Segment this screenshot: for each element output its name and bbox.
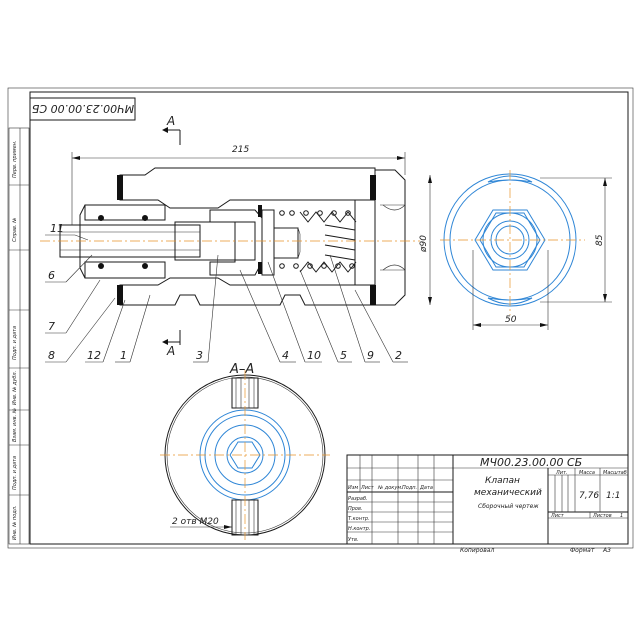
seal-rings: [98, 175, 376, 305]
tb-col-header: Подп.: [402, 485, 417, 491]
side-stamp-label: Взам. инв. №: [12, 408, 18, 442]
format-label: Формат: [570, 547, 595, 554]
section-label-bottom: А: [166, 344, 175, 358]
tb-scale-value: 1:1: [606, 491, 620, 501]
part-number: 8: [48, 349, 55, 362]
part-leaders: 11 6 7 8 12 1 3 4 10 5 9 2: [45, 222, 408, 363]
title-block: Изм Лист № докум. Подп. Дата Разраб. Про…: [346, 454, 629, 545]
section-marker-top: А: [162, 114, 181, 145]
dimension-height: 85: [540, 177, 612, 303]
tb-row-label: Пров.: [348, 506, 363, 512]
part-number: 2: [395, 349, 402, 362]
bottom-strip: Копировал Формат А3: [460, 547, 611, 554]
thread-note-text: 2 отв М20: [172, 517, 219, 527]
part-number: 10: [307, 349, 321, 362]
tb-col-header: Изм: [348, 485, 358, 491]
tb-mass-value: 7,76: [579, 491, 599, 501]
tb-row-label: Разраб.: [348, 496, 368, 502]
thread-note: 2 отв М20: [170, 517, 232, 529]
part-number: 7: [48, 320, 55, 333]
spring: [299, 211, 357, 273]
dim-width-text: 50: [505, 315, 517, 325]
tb-name-line1: Клапан: [485, 476, 520, 486]
dim-diameter-text: ø90: [419, 235, 429, 253]
dimension-width: 50: [472, 250, 549, 330]
format-value: А3: [602, 547, 611, 554]
tb-row-label: Утв.: [348, 537, 359, 543]
section-a-a: А–А: [160, 362, 330, 540]
part-number: 5: [340, 349, 347, 362]
part-number: 12: [87, 349, 101, 362]
tb-col-header: Лист: [360, 485, 375, 491]
tb-lit-header: Лит.: [555, 470, 568, 476]
part-number: 9: [367, 349, 374, 362]
page-inner-frame: [29, 91, 629, 545]
page-outer-border: [7, 87, 634, 549]
tb-row-label: Т.контр.: [348, 516, 370, 522]
copied-label: Копировал: [460, 547, 494, 554]
main-section-view: [40, 167, 420, 306]
tb-code: МЧ00.23.00.00 СБ: [480, 456, 582, 469]
tb-doc-type: Сборочный чертеж: [478, 503, 539, 510]
part-number: 3: [196, 349, 203, 362]
tb-sheets-value: 1: [620, 513, 623, 519]
side-stamp-label: Инв. № дубл.: [12, 371, 18, 405]
spring-coil-sections: [279, 210, 355, 269]
side-stamp-label: Инв. № подл.: [12, 506, 18, 541]
tb-name-line2: механический: [474, 488, 542, 498]
side-view: [440, 170, 585, 315]
side-stamp-label: Перв. примен.: [12, 140, 18, 178]
dimension-diameter: ø90: [419, 175, 432, 305]
tb-sheet-label: Лист: [550, 513, 565, 519]
tb-scale-header: Масштаб: [603, 470, 627, 476]
tb-mass-header: Масса: [579, 470, 595, 476]
part-number: 6: [48, 269, 55, 282]
top-code-text: МЧ00.23.00.00 СБ: [32, 102, 134, 115]
section-label-top: А: [166, 114, 175, 128]
tb-col-header: Дата: [419, 485, 433, 491]
part-number: 11: [50, 222, 64, 235]
tb-row-label: Н.контр.: [348, 526, 370, 532]
side-stamp-label: Подп. и дата: [12, 326, 18, 360]
side-stamp: Перв. примен. Справ. № Подп. и дата Инв.…: [8, 127, 30, 545]
dimension-length: 215: [71, 145, 406, 225]
side-stamp-label: Справ. №: [12, 218, 18, 242]
dim-height-text: 85: [595, 234, 605, 246]
tb-col-header: № докум.: [377, 485, 403, 491]
section-title: А–А: [229, 362, 254, 377]
part-number: 4: [282, 349, 289, 362]
part-number: 1: [120, 349, 127, 362]
side-stamp-label: Подп. и дата: [12, 456, 18, 490]
dim-length-text: 215: [232, 145, 249, 155]
top-code-box: МЧ00.23.00.00 СБ: [29, 97, 136, 121]
section-marker-bottom: А: [162, 330, 181, 358]
tb-sheets-label: Листов: [592, 513, 612, 519]
